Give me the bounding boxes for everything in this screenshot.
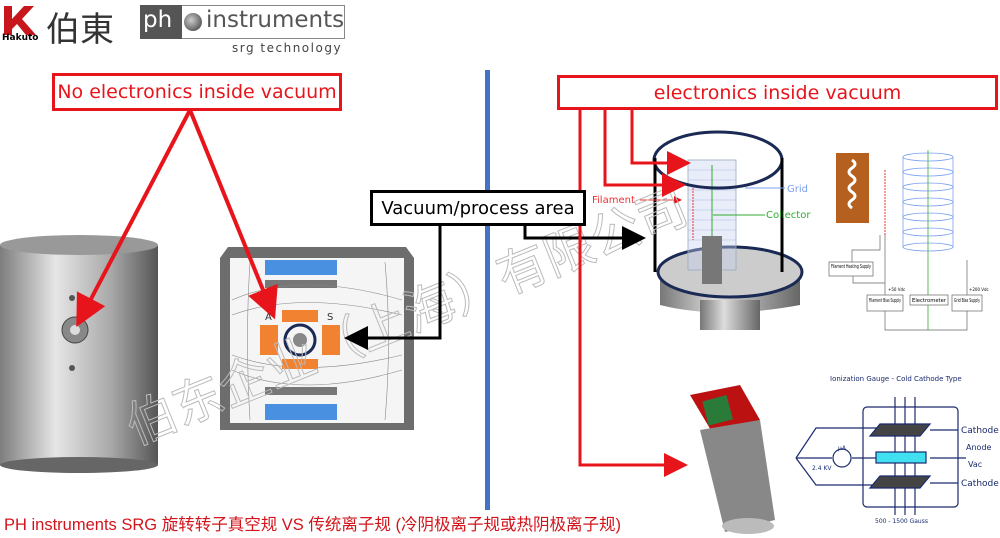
red-arrows-right xyxy=(578,110,691,477)
divider-line xyxy=(485,70,490,510)
sphere-icon xyxy=(184,13,202,31)
hakuto-cjk-text: 伯東 xyxy=(46,10,114,50)
cathode-top-label: Cathode xyxy=(961,426,999,436)
red-arrows-left xyxy=(76,109,278,328)
electrometer-label: Electrometer xyxy=(912,298,947,304)
grid-bias-voltage: +200 Vdc xyxy=(969,287,989,292)
caption: PH instruments SRG 旋转转子真空规 VS 传统离子规 (冷阴极… xyxy=(4,516,621,534)
filament-bias-voltage: +50 Vdc xyxy=(888,287,905,292)
hakuto-logo: Hakuto 伯東 xyxy=(2,4,132,50)
instruments-text: instruments xyxy=(206,7,345,33)
hot-cathode-gauge xyxy=(640,130,804,330)
cold-cathode-schematic xyxy=(795,397,966,515)
vacuum-area-label-box: Vacuum/process area xyxy=(370,190,586,226)
black-arrows xyxy=(344,225,646,350)
vac-label: Vac xyxy=(968,460,982,469)
filament-heating-supply-label: Filament Heating Supply xyxy=(831,264,871,270)
grid-bias-supply-label: Grid Bias Supply xyxy=(954,298,980,304)
hakuto-k-icon xyxy=(4,6,36,35)
no-electronics-label-box: No electronics inside vacuum xyxy=(52,73,342,111)
grid-label: Grid xyxy=(787,184,808,195)
srg-gauge-photo xyxy=(0,235,158,473)
rotor-label-a: A xyxy=(265,312,272,323)
cold-cathode-title: Ionization Gauge - Cold Cathode Type xyxy=(830,375,962,383)
collector-label: Collector xyxy=(766,210,811,221)
anode-label: Anode xyxy=(966,443,992,452)
hakuto-small-text: Hakuto xyxy=(2,33,39,43)
ph-instruments-logo: ph instruments srg technology xyxy=(140,5,348,57)
voltage-label: 2.4 KV xyxy=(812,465,832,472)
cold-cathode-gauge-photo xyxy=(690,385,775,534)
tagline-text: srg technology xyxy=(232,41,343,55)
filament-bias-supply-label: Filament Bias Supply xyxy=(869,298,901,304)
ph-text: ph xyxy=(143,7,173,33)
filament-label: Filament xyxy=(592,195,635,206)
hot-cathode-schematic: Filament Heating Supply Filament Bias Su… xyxy=(828,150,989,331)
electronics-label-box: electronics inside vacuum xyxy=(557,75,998,110)
microamp-meter-label: μA xyxy=(838,445,847,452)
magnetic-field-label: 500 - 1500 Gauss xyxy=(875,518,928,525)
rotor-label-s: S xyxy=(327,312,333,323)
cathode-bottom-label: Cathode xyxy=(961,479,999,489)
